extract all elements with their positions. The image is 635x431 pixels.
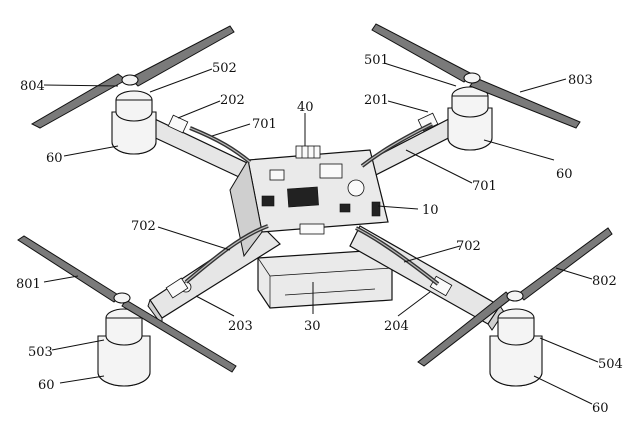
label-702-left: 702: [131, 219, 156, 234]
label-60-front-right: 60: [592, 401, 609, 416]
label-203: 203: [228, 319, 253, 334]
label-502: 502: [212, 61, 237, 76]
label-504: 504: [598, 357, 623, 372]
label-804: 804: [20, 79, 45, 94]
motor-rear-left: [111, 90, 157, 155]
label-60-rear-right: 60: [556, 167, 573, 182]
propeller-front-right: [417, 227, 613, 367]
label-801: 801: [16, 277, 41, 292]
motor-rear-right: [447, 86, 493, 151]
propeller-front-left: [17, 235, 237, 373]
label-60-front-left: 60: [38, 378, 55, 393]
label-40: 40: [297, 100, 314, 115]
battery-housing: [257, 249, 393, 309]
label-803: 803: [568, 73, 593, 88]
cables: [184, 122, 440, 286]
label-10: 10: [422, 203, 439, 218]
label-701-right: 701: [472, 179, 497, 194]
label-202: 202: [220, 93, 245, 108]
label-501: 501: [364, 53, 389, 68]
label-201: 201: [364, 93, 389, 108]
label-503: 503: [28, 345, 53, 360]
label-701-left: 701: [252, 117, 277, 132]
leader-lines: [43, 62, 599, 405]
propeller-rear-right: [371, 23, 581, 129]
label-802: 802: [592, 274, 617, 289]
propeller-rear-left: [30, 25, 235, 129]
motor-front-left: [97, 308, 151, 387]
label-204: 204: [384, 319, 409, 334]
reference-labels: 804 502 202 701 60 40 501 803 201 60 701…: [16, 53, 623, 416]
motor-front-right: [489, 308, 543, 387]
label-30: 30: [304, 319, 321, 334]
label-60-rear-left: 60: [46, 151, 63, 166]
label-702-right: 702: [456, 239, 481, 254]
